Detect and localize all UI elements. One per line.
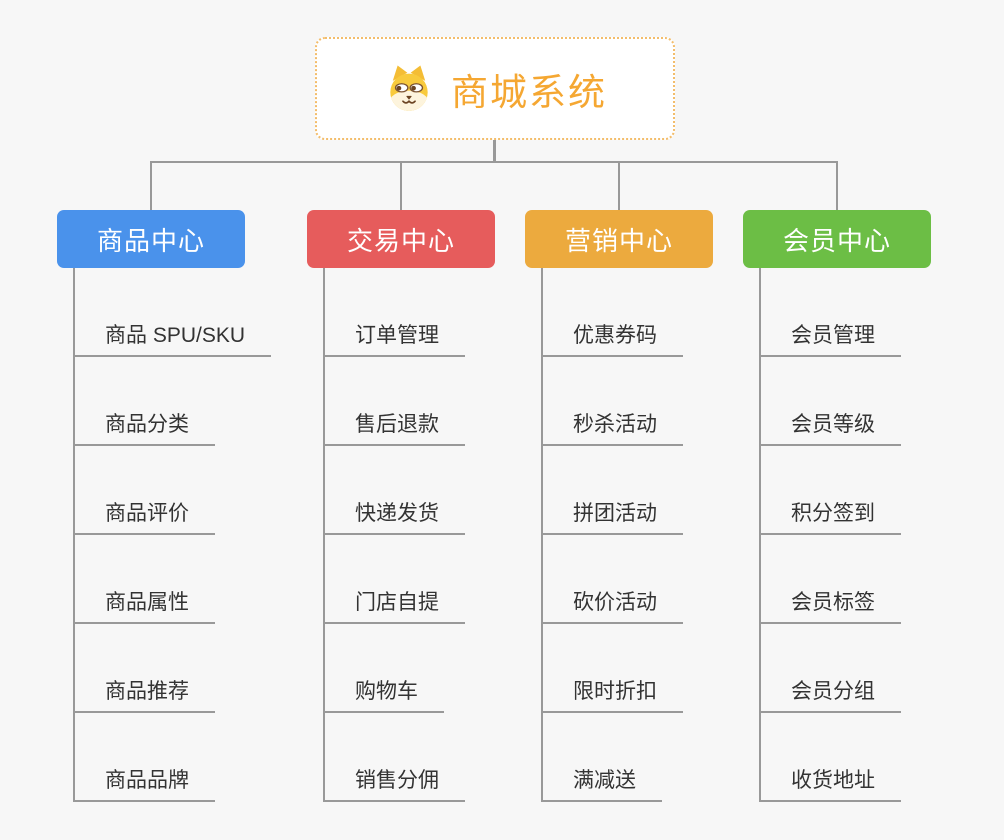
dog-face-icon — [383, 63, 435, 115]
topic-label[interactable]: 满减送 — [543, 764, 662, 802]
topic-label[interactable]: 销售分佣 — [325, 764, 465, 802]
root-node[interactable]: 商城系统 — [315, 37, 675, 140]
topic-label[interactable]: 收货地址 — [761, 764, 901, 802]
topic-label[interactable]: 商品推荐 — [75, 675, 215, 713]
branch-children-trade: 订单管理 售后退款 快递发货 门店自提 购物车 销售分佣 — [323, 268, 495, 802]
branch-children-marketing: 优惠券码 秒杀活动 拼团活动 砍价活动 限时折扣 满减送 — [541, 268, 713, 802]
branch-column-marketing: 营销中心 优惠券码 秒杀活动 拼团活动 砍价活动 限时折扣 满减送 — [525, 210, 713, 802]
topic-label[interactable]: 商品评价 — [75, 497, 215, 535]
topic-label[interactable]: 会员等级 — [761, 408, 901, 446]
topic-item: 会员等级 — [761, 357, 931, 446]
topic-label[interactable]: 售后退款 — [325, 408, 465, 446]
topic-label[interactable]: 商品分类 — [75, 408, 215, 446]
topic-label[interactable]: 购物车 — [325, 675, 444, 713]
topic-label[interactable]: 优惠券码 — [543, 319, 683, 357]
topic-item: 满减送 — [543, 713, 713, 802]
topic-item: 销售分佣 — [325, 713, 495, 802]
topic-item: 会员标签 — [761, 535, 931, 624]
topic-item: 拼团活动 — [543, 446, 713, 535]
topic-item: 商品 SPU/SKU — [75, 268, 272, 357]
connector-drop-trade — [400, 161, 402, 210]
topic-label[interactable]: 积分签到 — [761, 497, 901, 535]
topic-label[interactable]: 商品属性 — [75, 586, 215, 624]
connector-drop-member — [836, 161, 838, 210]
topic-label[interactable]: 商品品牌 — [75, 764, 215, 802]
root-title: 商城系统 — [451, 71, 607, 113]
topic-item: 积分签到 — [761, 446, 931, 535]
topic-item: 门店自提 — [325, 535, 495, 624]
branch-children-product: 商品 SPU/SKU 商品分类 商品评价 商品属性 商品推荐 商品品牌 — [73, 268, 272, 802]
branch-node-member[interactable]: 会员中心 — [743, 210, 931, 268]
topic-item: 收货地址 — [761, 713, 931, 802]
topic-item: 优惠券码 — [543, 268, 713, 357]
topic-label[interactable]: 快递发货 — [325, 497, 465, 535]
topic-label[interactable]: 门店自提 — [325, 586, 465, 624]
topic-label[interactable]: 砍价活动 — [543, 586, 683, 624]
topic-item: 售后退款 — [325, 357, 495, 446]
topic-label[interactable]: 订单管理 — [325, 319, 465, 357]
topic-item: 限时折扣 — [543, 624, 713, 713]
connector-root-stem — [493, 139, 496, 163]
topic-item: 会员分组 — [761, 624, 931, 713]
topic-label[interactable]: 会员管理 — [761, 319, 901, 357]
topic-label[interactable]: 会员标签 — [761, 586, 901, 624]
branch-node-trade[interactable]: 交易中心 — [307, 210, 495, 268]
connector-drop-marketing — [618, 161, 620, 210]
topic-item: 会员管理 — [761, 268, 931, 357]
topic-item: 商品品牌 — [75, 713, 245, 802]
topic-item: 商品推荐 — [75, 624, 245, 713]
topic-item: 商品属性 — [75, 535, 245, 624]
topic-label[interactable]: 会员分组 — [761, 675, 901, 713]
branch-column-trade: 交易中心 订单管理 售后退款 快递发货 门店自提 购物车 销售分佣 — [307, 210, 495, 802]
connector-horizontal-rail — [150, 161, 838, 163]
topic-item: 商品分类 — [75, 357, 245, 446]
topic-item: 订单管理 — [325, 268, 495, 357]
topic-item: 商品评价 — [75, 446, 245, 535]
topic-item: 购物车 — [325, 624, 495, 713]
topic-label[interactable]: 秒杀活动 — [543, 408, 683, 446]
topic-label[interactable]: 商品 SPU/SKU — [75, 319, 272, 357]
topic-item: 快递发货 — [325, 446, 495, 535]
branch-node-marketing[interactable]: 营销中心 — [525, 210, 713, 268]
connector-drop-product — [150, 161, 152, 210]
branch-column-product: 商品中心 商品 SPU/SKU 商品分类 商品评价 商品属性 商品推荐 商品品牌 — [57, 210, 272, 802]
topic-item: 秒杀活动 — [543, 357, 713, 446]
branch-children-member: 会员管理 会员等级 积分签到 会员标签 会员分组 收货地址 — [759, 268, 931, 802]
branch-node-product[interactable]: 商品中心 — [57, 210, 245, 268]
topic-label[interactable]: 拼团活动 — [543, 497, 683, 535]
topic-item: 砍价活动 — [543, 535, 713, 624]
branch-column-member: 会员中心 会员管理 会员等级 积分签到 会员标签 会员分组 收货地址 — [743, 210, 931, 802]
topic-label[interactable]: 限时折扣 — [543, 675, 683, 713]
